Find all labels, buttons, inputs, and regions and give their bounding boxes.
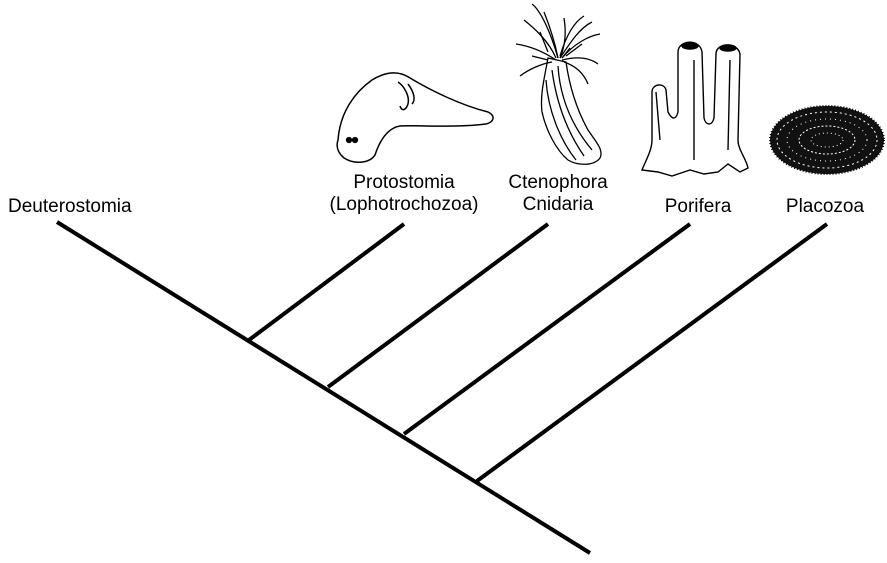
cnidarian-polyp-icon xyxy=(516,4,601,164)
label-protostomia-line-1: Protostomia xyxy=(309,172,499,194)
label-deuterostomia-line-1: Deuterostomia xyxy=(8,196,132,218)
label-deuterostomia: Deuterostomia xyxy=(8,196,132,218)
main-trunk-branch xyxy=(57,222,590,553)
ctenophora-cnidaria-branch xyxy=(328,224,548,387)
label-porifera: Porifera xyxy=(648,196,748,218)
label-placozoa: Placozoa xyxy=(773,196,877,218)
label-protostomia-line-2: (Lophotrochozoa) xyxy=(309,194,499,216)
placozoan-icon xyxy=(770,106,884,174)
label-placozoa-line-1: Placozoa xyxy=(773,196,877,218)
porifera-branch xyxy=(404,224,690,434)
label-cnidaria-line: Cnidaria xyxy=(498,194,618,216)
label-porifera-line-1: Porifera xyxy=(648,196,748,218)
label-ctenophora-cnidaria: Ctenophora Cnidaria xyxy=(498,172,618,216)
flatworm-icon xyxy=(337,73,493,162)
label-protostomia: Protostomia (Lophotrochozoa) xyxy=(309,172,499,216)
label-ctenophora-line: Ctenophora xyxy=(498,172,618,194)
placozoa-branch xyxy=(477,224,827,481)
sponge-icon xyxy=(642,42,748,176)
protostomia-branch xyxy=(249,224,404,340)
